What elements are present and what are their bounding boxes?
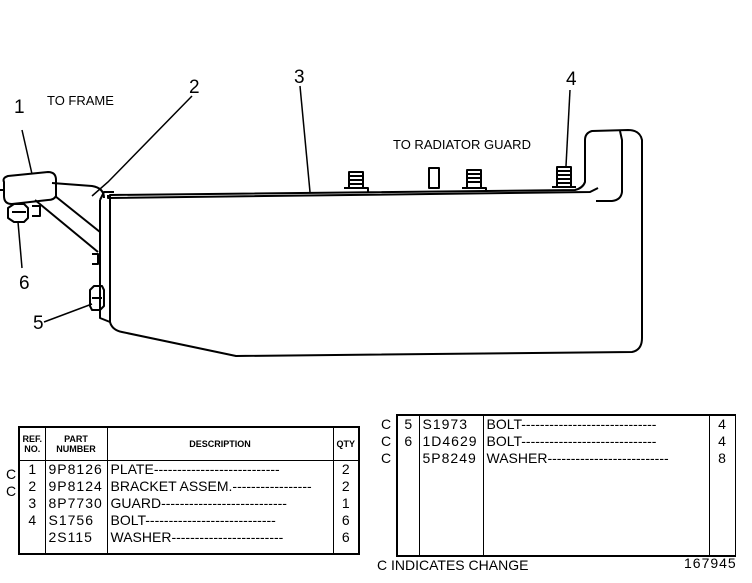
change-legend: C INDICATES CHANGE xyxy=(377,557,529,573)
leader-5 xyxy=(43,303,93,323)
change-marker: C xyxy=(381,450,392,466)
callout-4: 4 xyxy=(566,69,577,90)
leader-2 xyxy=(91,95,193,197)
stud-1 xyxy=(344,171,369,192)
part-number: 8P7730 xyxy=(44,495,108,512)
change-marker: C xyxy=(6,483,17,499)
leader-4 xyxy=(565,89,571,167)
description: GUARD--------------------------- xyxy=(106,495,334,512)
table-row: 3 8P7730 GUARD--------------------------… xyxy=(18,495,360,512)
part-number: 9P8124 xyxy=(44,478,108,495)
parts-table-left: REF. NO. PART NUMBER DESCRIPTION QTY 1 9… xyxy=(18,426,360,555)
stud-2 xyxy=(428,167,440,189)
stud-3 xyxy=(462,169,487,192)
table-row: 1 9P8126 PLATE--------------------------… xyxy=(18,460,360,478)
change-marker: C xyxy=(6,466,17,482)
callout-3: 3 xyxy=(294,67,305,88)
leader-1 xyxy=(21,129,33,175)
header-qty: QTY xyxy=(332,426,360,461)
parts-illustration xyxy=(0,85,643,357)
part-number: S1973 xyxy=(418,415,484,433)
guard-end-cap xyxy=(596,130,623,202)
ref-no xyxy=(18,529,46,546)
qty: 2 xyxy=(332,478,360,495)
description: PLATE--------------------------- xyxy=(106,460,334,478)
stud-4 xyxy=(552,166,576,188)
table-row: 2 9P8124 BRACKET ASSEM.-----------------… xyxy=(18,478,360,495)
change-marker: C xyxy=(381,416,392,432)
qty: 6 xyxy=(332,529,360,546)
header-part: PART NUMBER xyxy=(44,426,108,461)
callout-5: 5 xyxy=(33,313,44,334)
part-number: 5P8249 xyxy=(418,450,484,467)
table-row: 2S115 WASHER------------------------ 6 xyxy=(18,529,360,546)
callout-1: 1 xyxy=(14,97,25,118)
part-number: S1756 xyxy=(44,512,108,529)
leader-3 xyxy=(299,85,311,193)
part-number: 9P8126 xyxy=(44,460,108,478)
table-row: 6 1D4629 BOLT---------------------------… xyxy=(396,433,736,450)
qty: 1 xyxy=(332,495,360,512)
qty: 6 xyxy=(332,512,360,529)
parts-table-right: 5 S1973 BOLT----------------------------… xyxy=(396,414,736,557)
guard-flange xyxy=(107,187,599,199)
table-row: 5P8249 WASHER-------------------------- … xyxy=(396,450,736,467)
header-desc: DESCRIPTION xyxy=(106,426,334,461)
qty: 4 xyxy=(708,433,736,450)
description: BRACKET ASSEM.----------------- xyxy=(106,478,334,495)
ref-no: 1 xyxy=(18,460,46,478)
guard-body xyxy=(109,129,643,357)
drawing-number: 167945 xyxy=(684,555,737,571)
bracket-plate xyxy=(99,200,111,323)
table-row: 5 S1973 BOLT----------------------------… xyxy=(396,415,736,433)
ref-no: 6 xyxy=(396,433,420,450)
ref-no: 2 xyxy=(18,478,46,495)
description: BOLT---------------------------- xyxy=(106,512,334,529)
description: BOLT----------------------------- xyxy=(482,433,710,450)
callout-2: 2 xyxy=(189,77,200,98)
bolt-6 xyxy=(7,203,29,223)
description: WASHER-------------------------- xyxy=(482,450,710,467)
ref-no: 5 xyxy=(396,415,420,433)
leader-6 xyxy=(17,221,23,269)
qty: 2 xyxy=(332,460,360,478)
bracket-arm xyxy=(51,182,105,199)
qty: 4 xyxy=(708,415,736,433)
ref-no xyxy=(396,450,420,467)
bracket-brace xyxy=(34,199,99,253)
change-marker: C xyxy=(381,433,392,449)
callout-6: 6 xyxy=(19,273,30,294)
qty: 8 xyxy=(708,450,736,467)
ref-no: 4 xyxy=(18,512,46,529)
bolt-5 xyxy=(89,285,105,311)
part-number: 1D4629 xyxy=(418,433,484,450)
frame-plate xyxy=(2,171,57,205)
part-number: 2S115 xyxy=(44,529,108,546)
to-frame-label: TO FRAME xyxy=(47,93,114,108)
ref-no: 3 xyxy=(18,495,46,512)
description: WASHER------------------------ xyxy=(106,529,334,546)
table-row: 4 S1756 BOLT----------------------------… xyxy=(18,512,360,529)
header-ref: REF. NO. xyxy=(18,426,46,461)
description: BOLT----------------------------- xyxy=(482,415,710,433)
to-radiator-guard-label: TO RADIATOR GUARD xyxy=(393,137,531,152)
